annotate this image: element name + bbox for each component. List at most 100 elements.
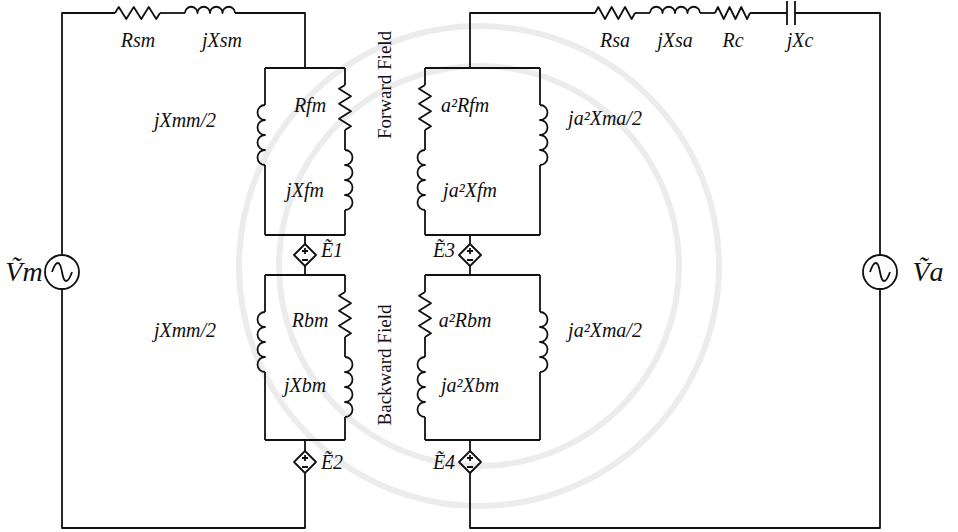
- wire: [235, 13, 305, 68]
- component-label: Rfm: [294, 94, 326, 116]
- dependent-source: [459, 244, 481, 266]
- component-label: Rc: [722, 29, 743, 51]
- wire: [424, 275, 426, 292]
- component-label: jXmm/2: [154, 319, 216, 341]
- component-label: a²Rbm: [439, 309, 492, 331]
- component-label: Rsa: [600, 29, 630, 51]
- wire: [344, 68, 346, 85]
- component-label: jXsa: [657, 29, 693, 51]
- emf-label: Ẽ2: [321, 451, 343, 473]
- wire: [265, 274, 345, 276]
- component-label: jXc: [787, 29, 814, 51]
- emf-label: Ẽ3: [433, 239, 455, 261]
- inductor-symbol: [185, 7, 235, 13]
- resistor-symbol: [339, 292, 351, 337]
- component-label: jXmm/2: [154, 109, 216, 131]
- source-label: Ṽm: [5, 257, 42, 288]
- resistor-symbol: [715, 7, 750, 19]
- wire: [62, 289, 305, 528]
- polarity-mark: [302, 248, 308, 260]
- wire: [469, 235, 471, 244]
- wire: [470, 289, 880, 528]
- polarity-mark: [467, 455, 473, 467]
- wire: [539, 68, 541, 105]
- inductor-symbol: [418, 357, 426, 417]
- watermark-ring: [239, 26, 719, 506]
- wire: [700, 12, 715, 14]
- wire: [344, 210, 346, 235]
- wire: [635, 12, 650, 14]
- component-label: ja²Xfm: [443, 179, 497, 201]
- inductor-symbol: [540, 312, 548, 372]
- wire: [539, 275, 541, 312]
- component-label: ja²Xbm: [441, 374, 499, 396]
- wire: [265, 67, 345, 69]
- wire: [424, 130, 426, 150]
- wire: [344, 417, 346, 440]
- inductor-symbol: [258, 105, 265, 165]
- sine-mark: [870, 263, 890, 281]
- wire: [264, 165, 266, 235]
- component-label: Rsm: [121, 29, 155, 51]
- component-label: jXsm: [202, 29, 242, 51]
- wire: [264, 275, 266, 312]
- resistor-symbol: [595, 7, 635, 19]
- resistor-symbol: [419, 85, 431, 130]
- wire: [304, 235, 306, 244]
- watermark: [239, 26, 719, 506]
- circuit: [45, 1, 897, 528]
- wire: [304, 266, 306, 275]
- inductor-symbol: [650, 7, 700, 13]
- vertical-caption: Forward Field: [375, 31, 396, 139]
- wire: [425, 439, 540, 441]
- wire: [425, 234, 540, 236]
- wire: [344, 275, 346, 292]
- emf-label: Ẽ4: [433, 451, 455, 473]
- capacitor-symbol: [787, 1, 795, 25]
- wire: [160, 12, 185, 14]
- component-label: ja²Xma/2: [568, 319, 642, 341]
- wire: [264, 372, 266, 440]
- wire: [469, 266, 471, 275]
- polarity-mark: [302, 455, 308, 467]
- dependent-source: [294, 244, 316, 266]
- wire: [424, 417, 426, 440]
- wire: [425, 67, 540, 69]
- component-label: ja²Xma/2: [568, 107, 642, 129]
- emf-label: Ẽ1: [321, 239, 343, 261]
- inductor-symbol: [540, 105, 548, 165]
- wire: [264, 68, 266, 105]
- component-label: jXbm: [284, 374, 326, 396]
- dependent-source: [294, 451, 316, 473]
- voltage-source: [45, 255, 79, 289]
- wire: [539, 372, 541, 440]
- component-label: jXfm: [286, 179, 324, 201]
- polarity-mark: [467, 248, 473, 260]
- component-label: a²Rfm: [441, 94, 489, 116]
- wire: [344, 337, 346, 357]
- source-label: Ṽa: [912, 257, 943, 288]
- resistor-symbol: [115, 7, 160, 19]
- resistor-symbol: [339, 85, 351, 130]
- wire: [539, 165, 541, 235]
- resistor-symbol: [419, 292, 431, 337]
- inductor-symbol: [345, 150, 353, 210]
- wire: [424, 68, 426, 85]
- vertical-caption: Backward Field: [375, 305, 396, 426]
- inductor-symbol: [258, 312, 265, 372]
- wire: [425, 274, 540, 276]
- voltage-source: [863, 255, 897, 289]
- wire: [424, 210, 426, 235]
- inductor-symbol: [345, 357, 353, 417]
- inductor-symbol: [418, 150, 426, 210]
- sine-mark: [52, 263, 72, 281]
- watermark-ring: [279, 66, 679, 466]
- wire: [344, 130, 346, 150]
- dependent-source: [459, 451, 481, 473]
- wire: [470, 13, 595, 68]
- component-label: Rbm: [292, 309, 329, 331]
- wire: [750, 12, 787, 14]
- wire: [62, 13, 115, 255]
